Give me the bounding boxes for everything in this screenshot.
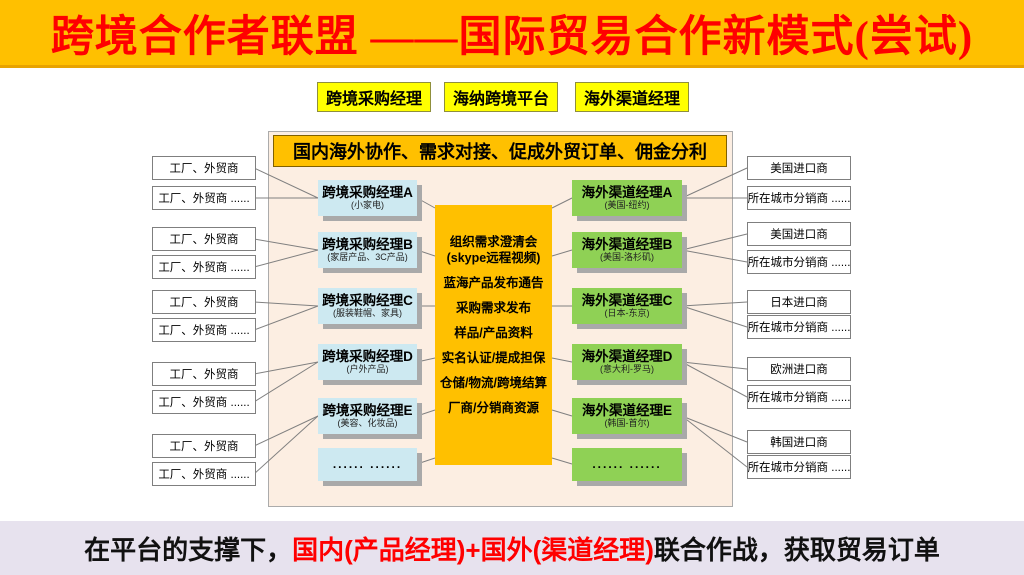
manager-title: 跨境采购经理B [322, 237, 413, 252]
title-banner: 跨境合作者联盟 ——国际贸易合作新模式(尝试) [0, 0, 1024, 68]
platform-service: 厂商/分销商资源 [448, 401, 539, 415]
importer-box: 所在城市分销商 ...... [747, 186, 851, 210]
tag-channel-manager: 海外渠道经理 [575, 82, 689, 112]
manager-subtitle: (户外产品) [346, 364, 389, 374]
supplier-label: 工厂、外贸商 [169, 297, 239, 309]
importer-box: 所在城市分销商 ...... [747, 385, 851, 409]
importer-box: 欧洲进口商 [747, 357, 851, 381]
purchase-manager-e: 跨境采购经理E (美容、化妆品) [318, 398, 417, 434]
manager-subtitle: (意大利-罗马) [600, 364, 654, 374]
importer-label: 韩国进口商 [770, 437, 828, 449]
platform-service: 实名认证/提成担保 [441, 351, 546, 365]
manager-title: ...... ...... [332, 457, 403, 471]
supplier-label: 工厂、外贸商 ...... [158, 193, 250, 205]
importer-box: 韩国进口商 [747, 430, 851, 454]
importer-label: 日本进口商 [770, 297, 828, 309]
importer-label: 美国进口商 [770, 163, 828, 175]
manager-title: 海外渠道经理C [581, 293, 673, 308]
manager-title: ...... ...... [592, 457, 662, 471]
supplier-box: 工厂、外贸商 ...... [152, 462, 256, 486]
supplier-label: 工厂、外贸商 ...... [158, 469, 250, 481]
supplier-box: 工厂、外贸商 [152, 362, 256, 386]
manager-title: 海外渠道经理D [581, 349, 673, 364]
footer-text-suffix: 联合作战，获取贸易订单 [653, 534, 940, 565]
manager-title: 海外渠道经理B [581, 237, 673, 252]
channel-manager-b: 海外渠道经理B (美国-洛杉矶) [572, 232, 682, 268]
tag-purchase-manager: 跨境采购经理 [317, 82, 431, 112]
importer-box: 所在城市分销商 ...... [747, 315, 851, 339]
purchase-manager-more: ...... ...... [318, 448, 417, 481]
diagram-header-label: 国内海外协作、需求对接、促成外贸订单、佣金分利 [293, 142, 707, 162]
manager-subtitle: (美容、化妆品) [337, 418, 398, 428]
importer-box: 所在城市分销商 ...... [747, 250, 851, 274]
platform-service: 样品/产品资料 [454, 326, 533, 340]
manager-title: 跨境采购经理C [322, 293, 413, 308]
platform-services-box: 组织需求澄清会 (skype远程视频) 蓝海产品发布通告 采购需求发布 样品/产… [435, 205, 552, 465]
tag-platform: 海纳跨境平台 [444, 82, 558, 112]
manager-title: 跨境采购经理E [322, 403, 413, 418]
manager-subtitle: (美国-纽约) [604, 200, 650, 210]
supplier-label: 工厂、外贸商 ...... [158, 262, 250, 274]
manager-title: 海外渠道经理A [581, 185, 673, 200]
tag-label: 海外渠道经理 [583, 91, 680, 108]
manager-subtitle: (服装鞋帽、家具) [333, 308, 402, 318]
importer-box: 美国进口商 [747, 156, 851, 180]
slide-title: 跨境合作者联盟 ——国际贸易合作新模式(尝试) [50, 13, 974, 61]
purchase-manager-d: 跨境采购经理D (户外产品) [318, 344, 417, 380]
channel-manager-a: 海外渠道经理A (美国-纽约) [572, 180, 682, 216]
supplier-box: 工厂、外贸商 ...... [152, 318, 256, 342]
platform-service: 组织需求澄清会 [449, 235, 538, 249]
channel-manager-d: 海外渠道经理D (意大利-罗马) [572, 344, 682, 380]
purchase-manager-b: 跨境采购经理B (家居产品、3C产品) [318, 232, 417, 268]
manager-subtitle: (小家电) [351, 200, 384, 210]
diagram-header: 国内海外协作、需求对接、促成外贸订单、佣金分利 [273, 135, 727, 167]
importer-label: 美国进口商 [770, 229, 828, 241]
platform-service: 采购需求发布 [455, 301, 531, 315]
platform-service: 蓝海产品发布通告 [443, 276, 544, 290]
manager-subtitle: (家居产品、3C产品) [327, 252, 408, 262]
supplier-label: 工厂、外贸商 [169, 234, 239, 246]
importer-label: 所在城市分销商 ...... [747, 193, 851, 205]
supplier-box: 工厂、外贸商 [152, 434, 256, 458]
supplier-box: 工厂、外贸商 ...... [152, 186, 256, 210]
importer-label: 所在城市分销商 ...... [747, 322, 851, 334]
footer-text-prefix: 在平台的支撑下， [84, 534, 293, 565]
importer-label: 所在城市分销商 ...... [747, 462, 851, 474]
manager-title: 海外渠道经理E [581, 403, 672, 418]
supplier-label: 工厂、外贸商 [169, 163, 239, 175]
footer-banner: 在平台的支撑下，国内(产品经理)+国外(渠道经理) 联合作战，获取贸易订单 [0, 521, 1024, 575]
platform-service: (skype远程视频) [446, 251, 541, 265]
tag-label: 跨境采购经理 [325, 91, 422, 108]
importer-label: 所在城市分销商 ...... [747, 392, 851, 404]
supplier-label: 工厂、外贸商 [169, 369, 239, 381]
importer-label: 所在城市分销商 ...... [747, 257, 851, 269]
manager-subtitle: (韩国-首尔) [604, 418, 650, 428]
platform-service: 仓储/物流/跨境结算 [440, 376, 547, 390]
supplier-box: 工厂、外贸商 [152, 227, 256, 251]
supplier-box: 工厂、外贸商 ...... [152, 390, 256, 414]
channel-manager-e: 海外渠道经理E (韩国-首尔) [572, 398, 682, 434]
supplier-label: 工厂、外贸商 ...... [158, 397, 250, 409]
importer-box: 日本进口商 [747, 290, 851, 314]
manager-title: 跨境采购经理D [322, 349, 413, 364]
supplier-label: 工厂、外贸商 ...... [158, 325, 250, 337]
purchase-manager-a: 跨境采购经理A (小家电) [318, 180, 417, 216]
supplier-box: 工厂、外贸商 [152, 156, 256, 180]
manager-subtitle: (美国-洛杉矶) [600, 252, 654, 262]
supplier-box: 工厂、外贸商 [152, 290, 256, 314]
footer-text-highlight: 国内(产品经理)+国外(渠道经理) [292, 534, 654, 565]
importer-box: 所在城市分销商 ...... [747, 455, 851, 479]
importer-box: 美国进口商 [747, 222, 851, 246]
channel-manager-c: 海外渠道经理C (日本-东京) [572, 288, 682, 324]
tag-label: 海纳跨境平台 [452, 91, 549, 108]
manager-title: 跨境采购经理A [322, 185, 413, 200]
manager-subtitle: (日本-东京) [604, 308, 650, 318]
channel-manager-more: ...... ...... [572, 448, 682, 481]
importer-label: 欧洲进口商 [770, 364, 828, 376]
supplier-box: 工厂、外贸商 ...... [152, 255, 256, 279]
supplier-label: 工厂、外贸商 [169, 441, 239, 453]
purchase-manager-c: 跨境采购经理C (服装鞋帽、家具) [318, 288, 417, 324]
